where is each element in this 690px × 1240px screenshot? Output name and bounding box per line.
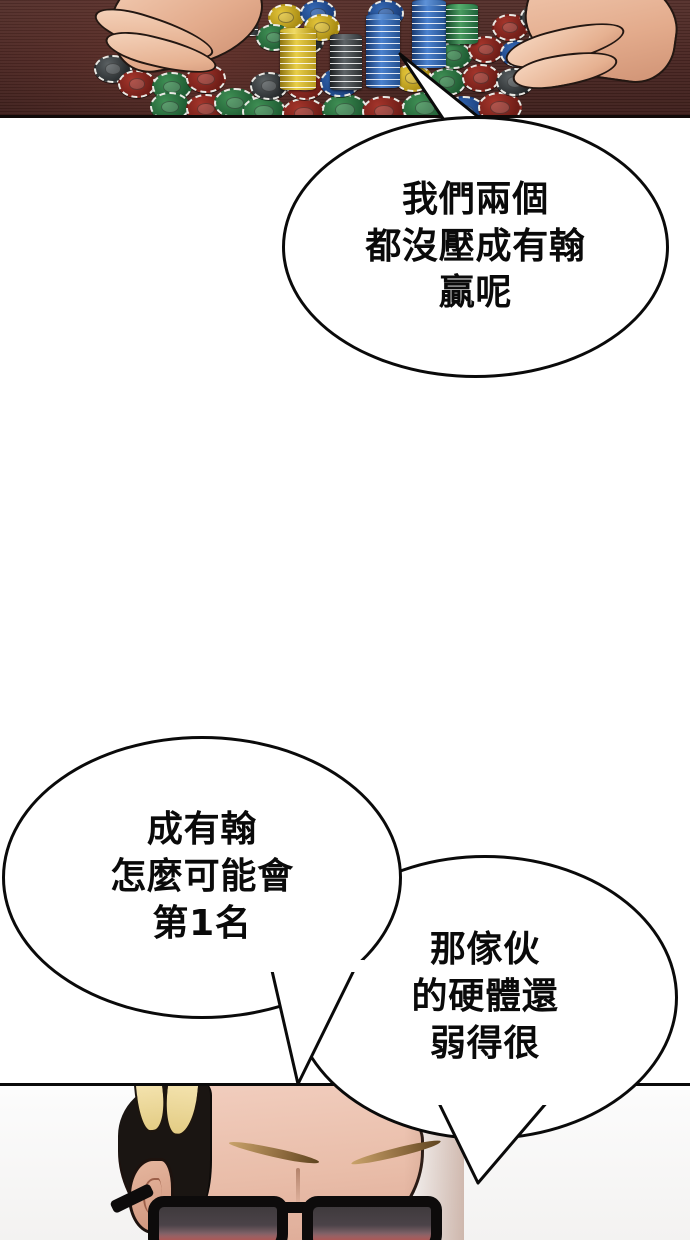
poker-chip-stack [330,34,362,90]
character-sunglasses [109,1183,452,1240]
sunglasses-lens-right [302,1196,442,1240]
poker-chip [282,98,326,115]
speech-bubble-upper: 我們兩個 都沒壓成有翰 贏呢 [282,116,669,378]
poker-chip [322,94,368,115]
poker-chip-stack [412,0,446,68]
poker-chip [462,64,500,92]
poker-chip [150,92,190,115]
speech-bubble-lower-right-text: 那傢伙 的硬體還 弱得很 [411,929,559,1064]
speech-bubble-lower-left-text: 成有翰 怎麼可能會 第1名 [110,809,294,944]
speech-bubble-upper-text: 我們兩個 都沒壓成有翰 贏呢 [365,178,586,314]
poker-chip [402,92,448,115]
character-nose-crease [296,1168,300,1208]
poker-chip [118,70,156,98]
poker-chip [428,68,466,96]
poker-chip-stack [366,14,400,88]
sunglasses-bridge [276,1202,310,1213]
poker-chip-stack [280,28,316,90]
poker-chip [362,96,406,115]
poker-chip-stack [446,4,478,44]
casino-table-panel [0,0,690,118]
character-closeup-panel [0,1083,690,1240]
speech-bubble-lower-left: 成有翰 怎麼可能會 第1名 [2,736,402,1019]
sunglasses-lens-left [148,1196,288,1240]
